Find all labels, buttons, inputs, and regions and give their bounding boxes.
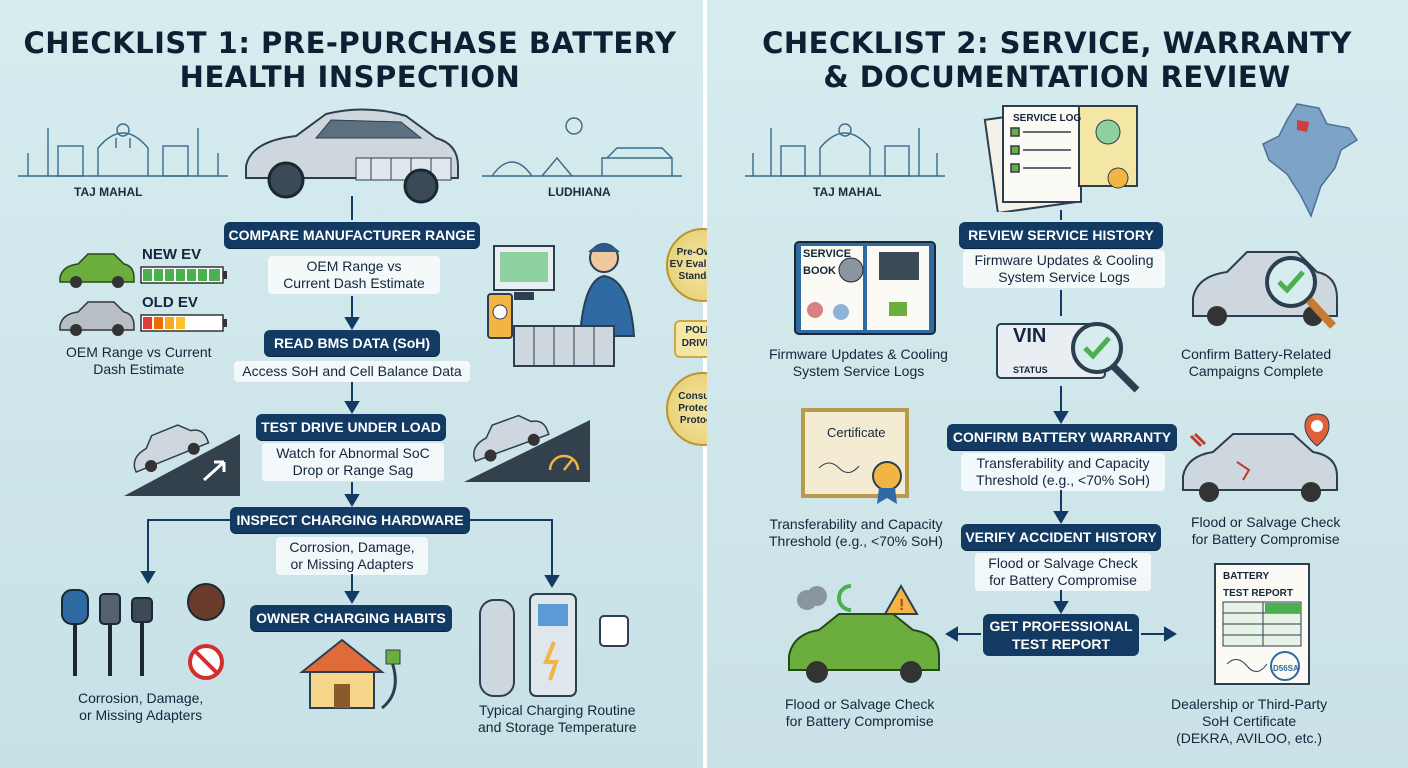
- step-test-drive-desc: Watch for Abnormal SoC Drop or Range Sag: [262, 443, 444, 481]
- certificate-icon: [801, 408, 909, 504]
- left-col-caption-3: Flood or Salvage Check for Battery Compr…: [785, 696, 935, 729]
- checklist-2-panel: CHECKLIST 2: SERVICE, WARRANTY & DOCUMEN…: [707, 0, 1408, 768]
- step-compare-range-desc: OEM Range vs Current Dash Estimate: [268, 256, 440, 294]
- technician-diagnostics-icon: [487, 243, 636, 367]
- certificate-caption: Transferability and Capacity Threshold (…: [769, 516, 943, 549]
- partial-battery-icon: [140, 314, 227, 332]
- vin-label: VIN: [1013, 325, 1047, 347]
- step-confirm-warranty-desc: Transferability and Capacity Threshold (…: [961, 453, 1165, 491]
- right-col-caption-2: Flood or Salvage Check for Battery Compr…: [1191, 514, 1341, 547]
- step-verify-accident: VERIFY ACCIDENT HISTORY: [961, 524, 1161, 550]
- service-book-caption: Firmware Updates & Cooling System Servic…: [769, 346, 948, 379]
- step-confirm-warranty: CONFIRM BATTERY WARRANTY: [947, 424, 1177, 450]
- step-review-service: REVIEW SERVICE HISTORY: [959, 222, 1163, 248]
- report-stamp: D56SA: [1273, 664, 1299, 673]
- old-ev-label: OLD EV: [142, 294, 198, 311]
- service-log-label: SERVICE LOG: [1013, 113, 1082, 124]
- battery-test-report-icon: [1214, 563, 1310, 685]
- india-map-icon: [1262, 103, 1359, 218]
- damaged-car-icon: [1182, 413, 1338, 502]
- tesla-car-battery-icon: [245, 108, 459, 204]
- report-title: BATTERY TEST REPORT: [1223, 571, 1294, 599]
- taj-mahal-skyline-icon: [745, 123, 945, 177]
- old-ev-car-icon: [59, 301, 135, 336]
- checklist-2-title: CHECKLIST 2: SERVICE, WARRANTY & DOCUMEN…: [762, 26, 1352, 94]
- step-review-service-desc: Firmware Updates & Cooling System Servic…: [963, 250, 1165, 288]
- charging-station-icon: [479, 593, 629, 697]
- uphill-car-icon: [124, 424, 240, 496]
- ludhiana-landscape-icon: [482, 117, 682, 177]
- taj-mahal-label: TAJ MAHAL: [813, 185, 882, 199]
- checklist-1-title: CHECKLIST 1: PRE-PURCHASE BATTERY HEALTH…: [23, 26, 677, 94]
- flood-salvage-car-icon: !: [788, 583, 940, 683]
- taj-mahal-label: TAJ MAHAL: [74, 185, 143, 199]
- right-col-caption-1: Confirm Battery-Related Campaigns Comple…: [1181, 346, 1332, 379]
- service-log-documents-icon: [983, 105, 1138, 212]
- svg-text:!: !: [899, 597, 904, 614]
- new-ev-label: NEW EV: [142, 246, 202, 263]
- vin-check-icon: [996, 322, 1140, 393]
- car-magnifier-check-icon: [1192, 251, 1338, 329]
- step-professional-report: GET PROFESSIONAL TEST REPORT: [983, 614, 1139, 656]
- right-col-caption-3: Dealership or Third-Party SoH Certificat…: [1171, 696, 1328, 746]
- ludhiana-label: LUDHIANA: [548, 185, 611, 199]
- oem-range-note: OEM Range vs Current Dash Estimate: [66, 344, 212, 377]
- step-inspect-charging-desc: Corrosion, Damage, or Missing Adapters: [276, 537, 428, 575]
- step-inspect-charging: INSPECT CHARGING HARDWARE: [230, 507, 470, 533]
- house-plug-icon: [299, 638, 401, 710]
- service-book-label: SERVICE BOOK: [803, 248, 852, 277]
- charging-cables-icon: [61, 583, 225, 680]
- taj-mahal-skyline-icon: [18, 123, 228, 177]
- new-ev-car-icon: [59, 253, 135, 288]
- bottom-left-caption: Corrosion, Damage, or Missing Adapters: [78, 690, 204, 723]
- bottom-right-caption: Typical Charging Routine and Storage Tem…: [478, 702, 637, 735]
- checklist-1-panel: CHECKLIST 1: PRE-PURCHASE BATTERY HEALTH…: [0, 0, 703, 768]
- step-read-bms-desc: Access SoH and Cell Balance Data: [234, 361, 470, 382]
- checklist-1-flow-arrows: [140, 196, 560, 604]
- step-compare-range: COMPARE MANUFACTURER RANGE: [224, 222, 480, 248]
- checklist-2-flow-arrows: [945, 210, 1177, 642]
- service-book-icon: [794, 241, 936, 335]
- step-owner-habits: OWNER CHARGING HABITS: [250, 605, 452, 631]
- certificate-label: Certificate: [827, 425, 886, 440]
- dashboard-gauge-car-icon: [464, 414, 590, 482]
- vin-status-label: STATUS: [1013, 365, 1048, 375]
- step-verify-accident-desc: Flood or Salvage Check for Battery Compr…: [975, 553, 1151, 591]
- full-battery-icon: [140, 266, 227, 284]
- step-test-drive: TEST DRIVE UNDER LOAD: [256, 414, 446, 440]
- step-read-bms: READ BMS DATA (SoH): [264, 330, 440, 356]
